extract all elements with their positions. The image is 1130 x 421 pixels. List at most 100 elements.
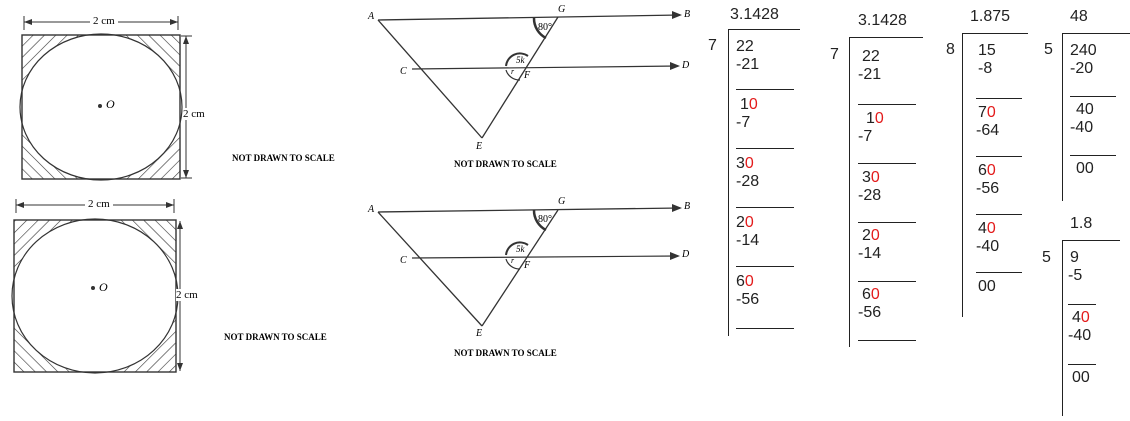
division-4-quotient: 48	[1070, 8, 1088, 25]
division-5-divisor: 5	[1042, 249, 1051, 266]
division-2-step: 10	[866, 110, 884, 127]
scale-note-triangle-bottom: NOT DRAWN TO SCALE	[454, 348, 557, 358]
division-1-rule	[736, 89, 794, 90]
height-label-bottom: 2 cm	[176, 289, 198, 301]
division-5-rule	[1068, 364, 1096, 365]
triangle-diagram-bottom	[377, 204, 682, 327]
label-e-bottom: E	[476, 328, 483, 339]
division-2-divisor: 7	[830, 46, 839, 63]
division-4-divisor: 5	[1044, 41, 1053, 58]
division-5-quotient: 1.8	[1070, 215, 1093, 232]
division-2-quotient: 3.1428	[858, 12, 907, 29]
division-3-divisor: 8	[946, 41, 955, 58]
division-3-bracket	[962, 33, 963, 317]
label-g-top: G	[558, 4, 566, 15]
width-label-top: 2 cm	[90, 15, 118, 27]
label-d-bottom: D	[682, 249, 690, 260]
center-label-top: O	[106, 97, 115, 111]
division-1-bracket	[728, 29, 729, 336]
division-1-step: -7	[736, 114, 751, 131]
angle-g-label-top: 80°	[538, 22, 552, 33]
scale-note-square-bottom: NOT DRAWN TO SCALE	[224, 332, 327, 342]
division-4-step: -40	[1070, 119, 1094, 136]
label-c-bottom: C	[400, 255, 407, 266]
division-3-step: -56	[976, 180, 1000, 197]
division-1-step: 22	[736, 38, 754, 55]
division-2-step: 20	[862, 227, 880, 244]
angle-f-small-top: r	[511, 67, 515, 76]
division-2-step: -21	[858, 66, 882, 83]
division-3-bar	[962, 33, 1028, 34]
division-1-step: -56	[736, 291, 760, 308]
division-1-rule	[736, 148, 794, 149]
division-5-bracket	[1062, 240, 1063, 416]
division-3-rule	[976, 98, 1022, 99]
division-3-quotient: 1.875	[970, 8, 1011, 25]
division-1-step: -14	[736, 232, 760, 249]
angle-f-label-top: 5k	[516, 55, 525, 65]
triangle-figure-bottom: A B C D E F G 80° 5k r NOT DRAWN TO SCAL…	[360, 190, 720, 416]
division-4-rule	[1070, 96, 1116, 97]
division-4-rule	[1070, 155, 1116, 156]
division-5-rule	[1068, 304, 1096, 305]
triangle-diagram-top	[377, 11, 682, 139]
division-1-step: 20	[736, 214, 754, 231]
label-f-top: F	[524, 70, 531, 81]
division-4-step: 240	[1070, 42, 1097, 59]
division-1-divisor: 7	[708, 37, 717, 54]
division-3-step: 15	[978, 42, 996, 59]
division-3-rule	[976, 272, 1022, 273]
division-1-rule	[736, 266, 794, 267]
division-1-bar	[728, 29, 800, 30]
division-1-step: 60	[736, 273, 754, 290]
division-5-bar	[1062, 240, 1120, 241]
division-2-rule	[858, 104, 916, 105]
division-5-step: 40	[1072, 309, 1090, 326]
division-4-bracket	[1062, 33, 1063, 201]
division-1-step: -21	[736, 56, 760, 73]
label-e-top: E	[476, 141, 483, 152]
label-f-bottom: F	[524, 260, 531, 271]
angle-f-small-bottom: r	[511, 256, 515, 265]
division-2-bar	[849, 37, 923, 38]
division-1-rule	[736, 207, 794, 208]
division-2-step: -56	[858, 304, 882, 321]
division-2-step: -28	[858, 187, 882, 204]
division-5-step: -40	[1068, 327, 1092, 344]
scale-note-square-top: NOT DRAWN TO SCALE	[232, 153, 335, 163]
division-2-step: 30	[862, 169, 880, 186]
division-2-step: -7	[858, 128, 873, 145]
division-2-rule	[858, 340, 916, 341]
division-1-step: -28	[736, 173, 760, 190]
division-4-step: 00	[1076, 160, 1094, 177]
long-division-2: 3.1428 7 22 -21 10 -7 30 -28 20 -14 60 -…	[822, 0, 932, 416]
division-3-step: 40	[978, 220, 996, 237]
division-5-step: 9	[1070, 249, 1079, 266]
division-1-rule	[736, 328, 794, 329]
division-1-step: 10	[740, 96, 758, 113]
division-2-step: -14	[858, 245, 882, 262]
angle-g-label-bottom: 80°	[538, 214, 552, 225]
label-b-bottom: B	[684, 201, 691, 212]
long-division-4: 48 5 240 -20 40 -40 00	[1030, 0, 1130, 205]
division-3-step: -64	[976, 122, 1000, 139]
angle-f-label-bottom: 5k	[516, 244, 525, 254]
division-3-step: 70	[978, 104, 996, 121]
division-2-step: 22	[862, 48, 880, 65]
division-1-quotient: 3.1428	[730, 6, 779, 23]
division-3-rule	[976, 214, 1022, 215]
long-division-5: 1.8 5 9 -5 40 -40 00	[1030, 205, 1130, 416]
label-g-bottom: G	[558, 196, 566, 207]
width-label-bottom: 2 cm	[85, 198, 113, 210]
division-4-step: 40	[1076, 101, 1094, 118]
division-3-step: 60	[978, 162, 996, 179]
division-5-step: 00	[1072, 369, 1090, 386]
label-a-top: A	[368, 11, 375, 22]
division-4-step: -20	[1070, 60, 1094, 77]
division-2-step: 60	[862, 286, 880, 303]
label-d-top: D	[682, 60, 690, 71]
division-3-step: -8	[978, 60, 993, 77]
label-a-bottom: A	[368, 204, 375, 215]
square-circle-diagram-bottom	[11, 199, 183, 374]
division-5-step: -5	[1068, 267, 1083, 284]
